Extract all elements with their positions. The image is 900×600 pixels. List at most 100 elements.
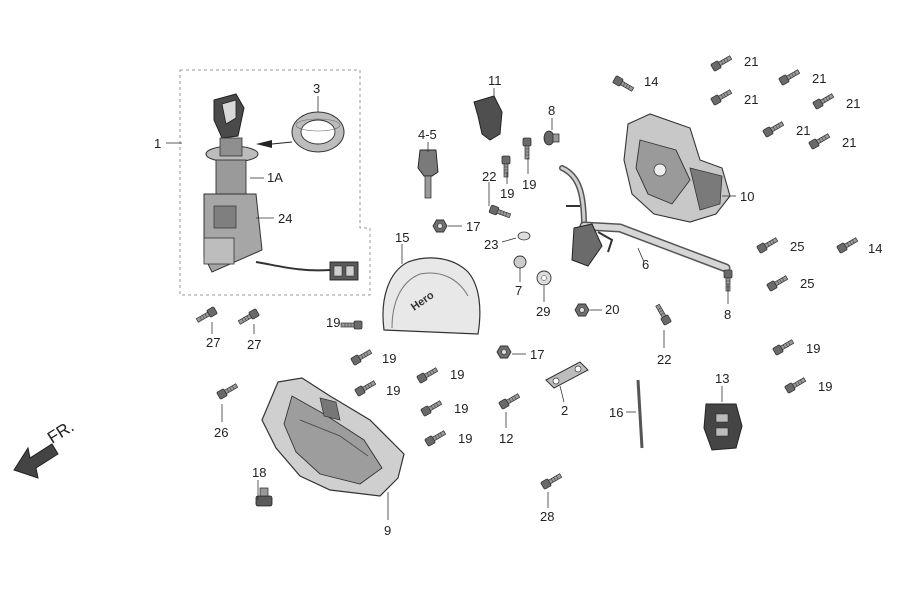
callout-3: 3 bbox=[313, 81, 321, 96]
callout-19i: 19 bbox=[806, 341, 821, 356]
bolt-19c-part bbox=[340, 320, 363, 330]
callout-12: 12 bbox=[499, 431, 514, 446]
bolt-19g-part bbox=[420, 398, 444, 417]
switch-bracket-part bbox=[473, 95, 503, 141]
washer-7-part bbox=[513, 255, 527, 269]
key-part bbox=[417, 149, 439, 199]
nut-20-part bbox=[574, 303, 590, 317]
bolt-19a-part bbox=[501, 155, 511, 178]
callout-1a: 1A bbox=[267, 170, 283, 185]
callout-19f: 19 bbox=[450, 367, 465, 382]
bolt-22b-part bbox=[653, 302, 672, 326]
bolt-28-part bbox=[540, 471, 564, 490]
callout-25b: 25 bbox=[800, 276, 815, 291]
bolt-25a-part bbox=[756, 235, 780, 254]
callout-1: 1 bbox=[154, 136, 162, 151]
bracket-plate-part bbox=[545, 361, 589, 389]
front-direction-arrow: FR. bbox=[13, 417, 77, 479]
arrow-indicator bbox=[256, 140, 272, 148]
bolt-19h-part bbox=[424, 428, 448, 447]
callout-24: 24 bbox=[278, 211, 293, 226]
callout-19g: 19 bbox=[454, 401, 469, 416]
bolt-22a-part bbox=[488, 204, 512, 220]
callout-19h: 19 bbox=[458, 431, 473, 446]
callout-21e: 21 bbox=[796, 123, 811, 138]
callout-9: 9 bbox=[384, 523, 392, 538]
callout-19c: 19 bbox=[326, 315, 341, 330]
bolt-27b-part bbox=[236, 308, 260, 327]
front-cover-part bbox=[261, 377, 405, 497]
callout-28: 28 bbox=[540, 509, 555, 524]
callout-8b: 8 bbox=[724, 307, 732, 322]
callout-15: 15 bbox=[395, 230, 410, 245]
callout-16: 16 bbox=[609, 405, 624, 420]
callout-23: 23 bbox=[484, 237, 499, 252]
callout-7: 7 bbox=[515, 283, 523, 298]
control-unit-part bbox=[703, 403, 743, 451]
bolt-19b-part bbox=[522, 137, 532, 160]
visor-part: Hero bbox=[382, 257, 481, 335]
callout-18: 18 bbox=[252, 465, 267, 480]
callout-25a: 25 bbox=[790, 239, 805, 254]
callout-14a: 14 bbox=[644, 74, 659, 89]
callout-21c: 21 bbox=[744, 92, 759, 107]
callout-29: 29 bbox=[536, 304, 551, 319]
key-set-frame bbox=[179, 69, 371, 296]
callout-27b: 27 bbox=[247, 337, 262, 352]
callout-22a: 22 bbox=[482, 169, 497, 184]
bolt-21c-part bbox=[710, 87, 734, 106]
callout-22b: 22 bbox=[657, 352, 672, 367]
callout-10: 10 bbox=[740, 189, 755, 204]
callout-4-5: 4-5 bbox=[418, 127, 437, 142]
callout-20: 20 bbox=[605, 302, 620, 317]
callout-21a: 21 bbox=[744, 54, 759, 69]
washer-23-part bbox=[517, 231, 531, 241]
callout-19j: 19 bbox=[818, 379, 833, 394]
bolt-12-part bbox=[498, 391, 522, 410]
callout-19b: 19 bbox=[522, 177, 537, 192]
bolt-21f-part bbox=[808, 131, 832, 150]
callout-21f: 21 bbox=[842, 135, 857, 150]
bolt-21b-part bbox=[778, 67, 802, 86]
bolt-25b-part bbox=[766, 273, 790, 292]
nut-17a-part bbox=[432, 219, 448, 233]
callout-11: 11 bbox=[488, 73, 502, 88]
callout-19a: 19 bbox=[500, 186, 515, 201]
bolt-19j-part bbox=[784, 375, 808, 394]
callout-26: 26 bbox=[214, 425, 229, 440]
bolt-19f-part bbox=[416, 365, 440, 384]
screw-18-part bbox=[255, 487, 273, 507]
leader-lines bbox=[166, 88, 736, 520]
bolt-21a-part bbox=[710, 53, 734, 72]
bolt-14a-part bbox=[612, 75, 636, 94]
rod-part bbox=[636, 379, 644, 449]
callout-13: 13 bbox=[715, 371, 730, 386]
callout-19d: 19 bbox=[382, 351, 397, 366]
callout-17a: 17 bbox=[466, 219, 481, 234]
bolt-27a-part bbox=[194, 306, 218, 325]
callout-14b: 14 bbox=[868, 241, 883, 256]
bolt-19d-part bbox=[350, 347, 374, 366]
key-cover-ring-part bbox=[291, 111, 345, 153]
bolt-21e-part bbox=[762, 119, 786, 138]
callout-6: 6 bbox=[642, 257, 650, 272]
bolt-14b-part bbox=[836, 235, 860, 254]
callout-19e: 19 bbox=[386, 383, 401, 398]
callout-27a: 27 bbox=[206, 335, 221, 350]
rear-handle-cover-part bbox=[623, 113, 731, 223]
grommet-part bbox=[543, 130, 560, 146]
callout-8a: 8 bbox=[548, 103, 556, 118]
bolt-21d-part bbox=[812, 91, 836, 110]
bolt-19e-part bbox=[354, 378, 378, 397]
ignition-switch-part bbox=[203, 93, 359, 281]
bolt-26-part bbox=[216, 381, 240, 400]
handlebar-part bbox=[559, 165, 731, 273]
front-indicator-label: FR. bbox=[44, 417, 77, 448]
callout-2: 2 bbox=[561, 403, 569, 418]
nut-17b-part bbox=[496, 345, 512, 359]
bolt-19i-part bbox=[772, 337, 796, 356]
callout-21d: 21 bbox=[846, 96, 861, 111]
callout-21b: 21 bbox=[812, 71, 827, 86]
callout-17b: 17 bbox=[530, 347, 545, 362]
